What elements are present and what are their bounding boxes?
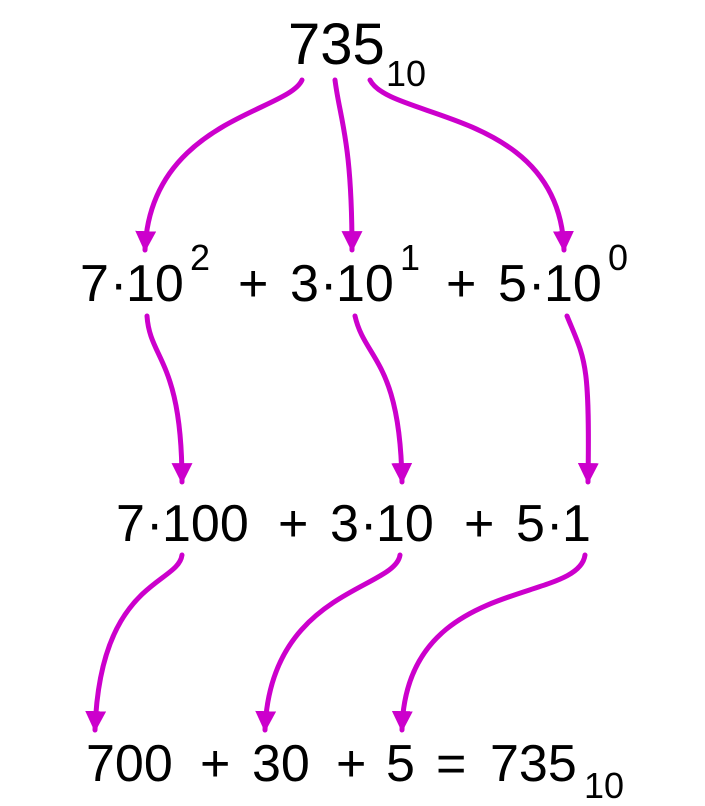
row3-equals: = — [436, 735, 467, 793]
row2-plus-1: + — [278, 495, 309, 553]
row2-digit-tens: 3 — [330, 495, 359, 553]
row1-digit-hundreds: 7 — [80, 255, 109, 313]
arrow-top-to-tens — [332, 77, 363, 253]
row2-digit-ones: 5 — [516, 495, 545, 553]
row1-base-3: 10 — [544, 255, 602, 313]
row2-plus-2: + — [464, 495, 495, 553]
top-base-subscript: 10 — [386, 53, 427, 94]
row3-plus-2: + — [336, 735, 367, 793]
row1-exponent-3: 0 — [608, 237, 629, 278]
arrow-ones-row2-to-row3 — [391, 552, 588, 733]
arrow-hundreds-row1-to-row2 — [144, 313, 193, 485]
row1-dot-1: · — [110, 255, 128, 313]
arrow-ones-row1-to-row2 — [564, 313, 599, 485]
row2-value-one: 1 — [562, 495, 591, 553]
row3-result: 735 — [490, 735, 577, 793]
row2-dot-2: · — [360, 495, 378, 553]
row1-dot-3: · — [528, 255, 546, 313]
arrow-top-to-ones — [367, 77, 574, 253]
row2-value-ten: 10 — [376, 495, 434, 553]
top-number: 735 — [288, 12, 385, 77]
row3-term-30: 30 — [252, 735, 310, 793]
row1-plus-2: + — [446, 255, 477, 313]
row1-base-1: 10 — [126, 255, 184, 313]
row1-plus-1: + — [238, 255, 269, 313]
row1-base-2: 10 — [336, 255, 394, 313]
arrow-top-to-hundreds — [135, 77, 305, 253]
row2-dot-3: · — [546, 495, 564, 553]
row3-term-5: 5 — [386, 735, 415, 793]
row1-digit-ones: 5 — [498, 255, 527, 313]
row1-exponent-1: 2 — [190, 237, 211, 278]
arrow-tens-row2-to-row3 — [255, 552, 403, 733]
arrow-tens-row1-to-row2 — [352, 313, 413, 485]
row2-dot-1: · — [146, 495, 164, 553]
row1-digit-tens: 3 — [290, 255, 319, 313]
row3-plus-1: + — [200, 735, 231, 793]
row3-term-700: 700 — [86, 735, 173, 793]
row2-value-hundred: 100 — [162, 495, 249, 553]
row2-digit-hundreds: 7 — [116, 495, 145, 553]
row3-result-base-subscript: 10 — [584, 765, 625, 806]
row1-dot-2: · — [320, 255, 338, 313]
row1-exponent-2: 1 — [400, 237, 421, 278]
arrow-hundreds-row2-to-row3 — [85, 552, 185, 733]
